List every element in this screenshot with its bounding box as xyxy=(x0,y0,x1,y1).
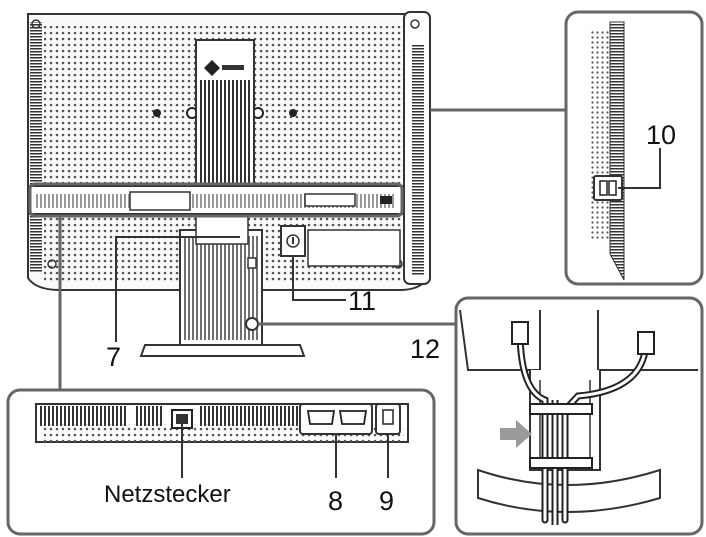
monitor-rear-view xyxy=(27,11,431,357)
label-usb-port: 9 xyxy=(379,486,394,516)
label-cable-holder: 12 xyxy=(410,334,440,364)
cable-holder-arrow-icon xyxy=(500,420,532,448)
label-power-switch-side: 10 xyxy=(646,120,676,150)
label-stand: 7 xyxy=(106,342,121,372)
label-security-slot: 11 xyxy=(348,286,376,316)
brand-logo xyxy=(204,60,244,76)
connector-area-highlight xyxy=(28,182,404,218)
connector-detail-panel xyxy=(6,388,436,536)
side-view-panel xyxy=(564,10,704,286)
leader-lines xyxy=(115,148,661,478)
cable-holder-detail-panel xyxy=(454,296,704,536)
label-power-connector: Netzstecker xyxy=(104,481,231,508)
label-dvi-connectors: 8 xyxy=(328,486,343,516)
